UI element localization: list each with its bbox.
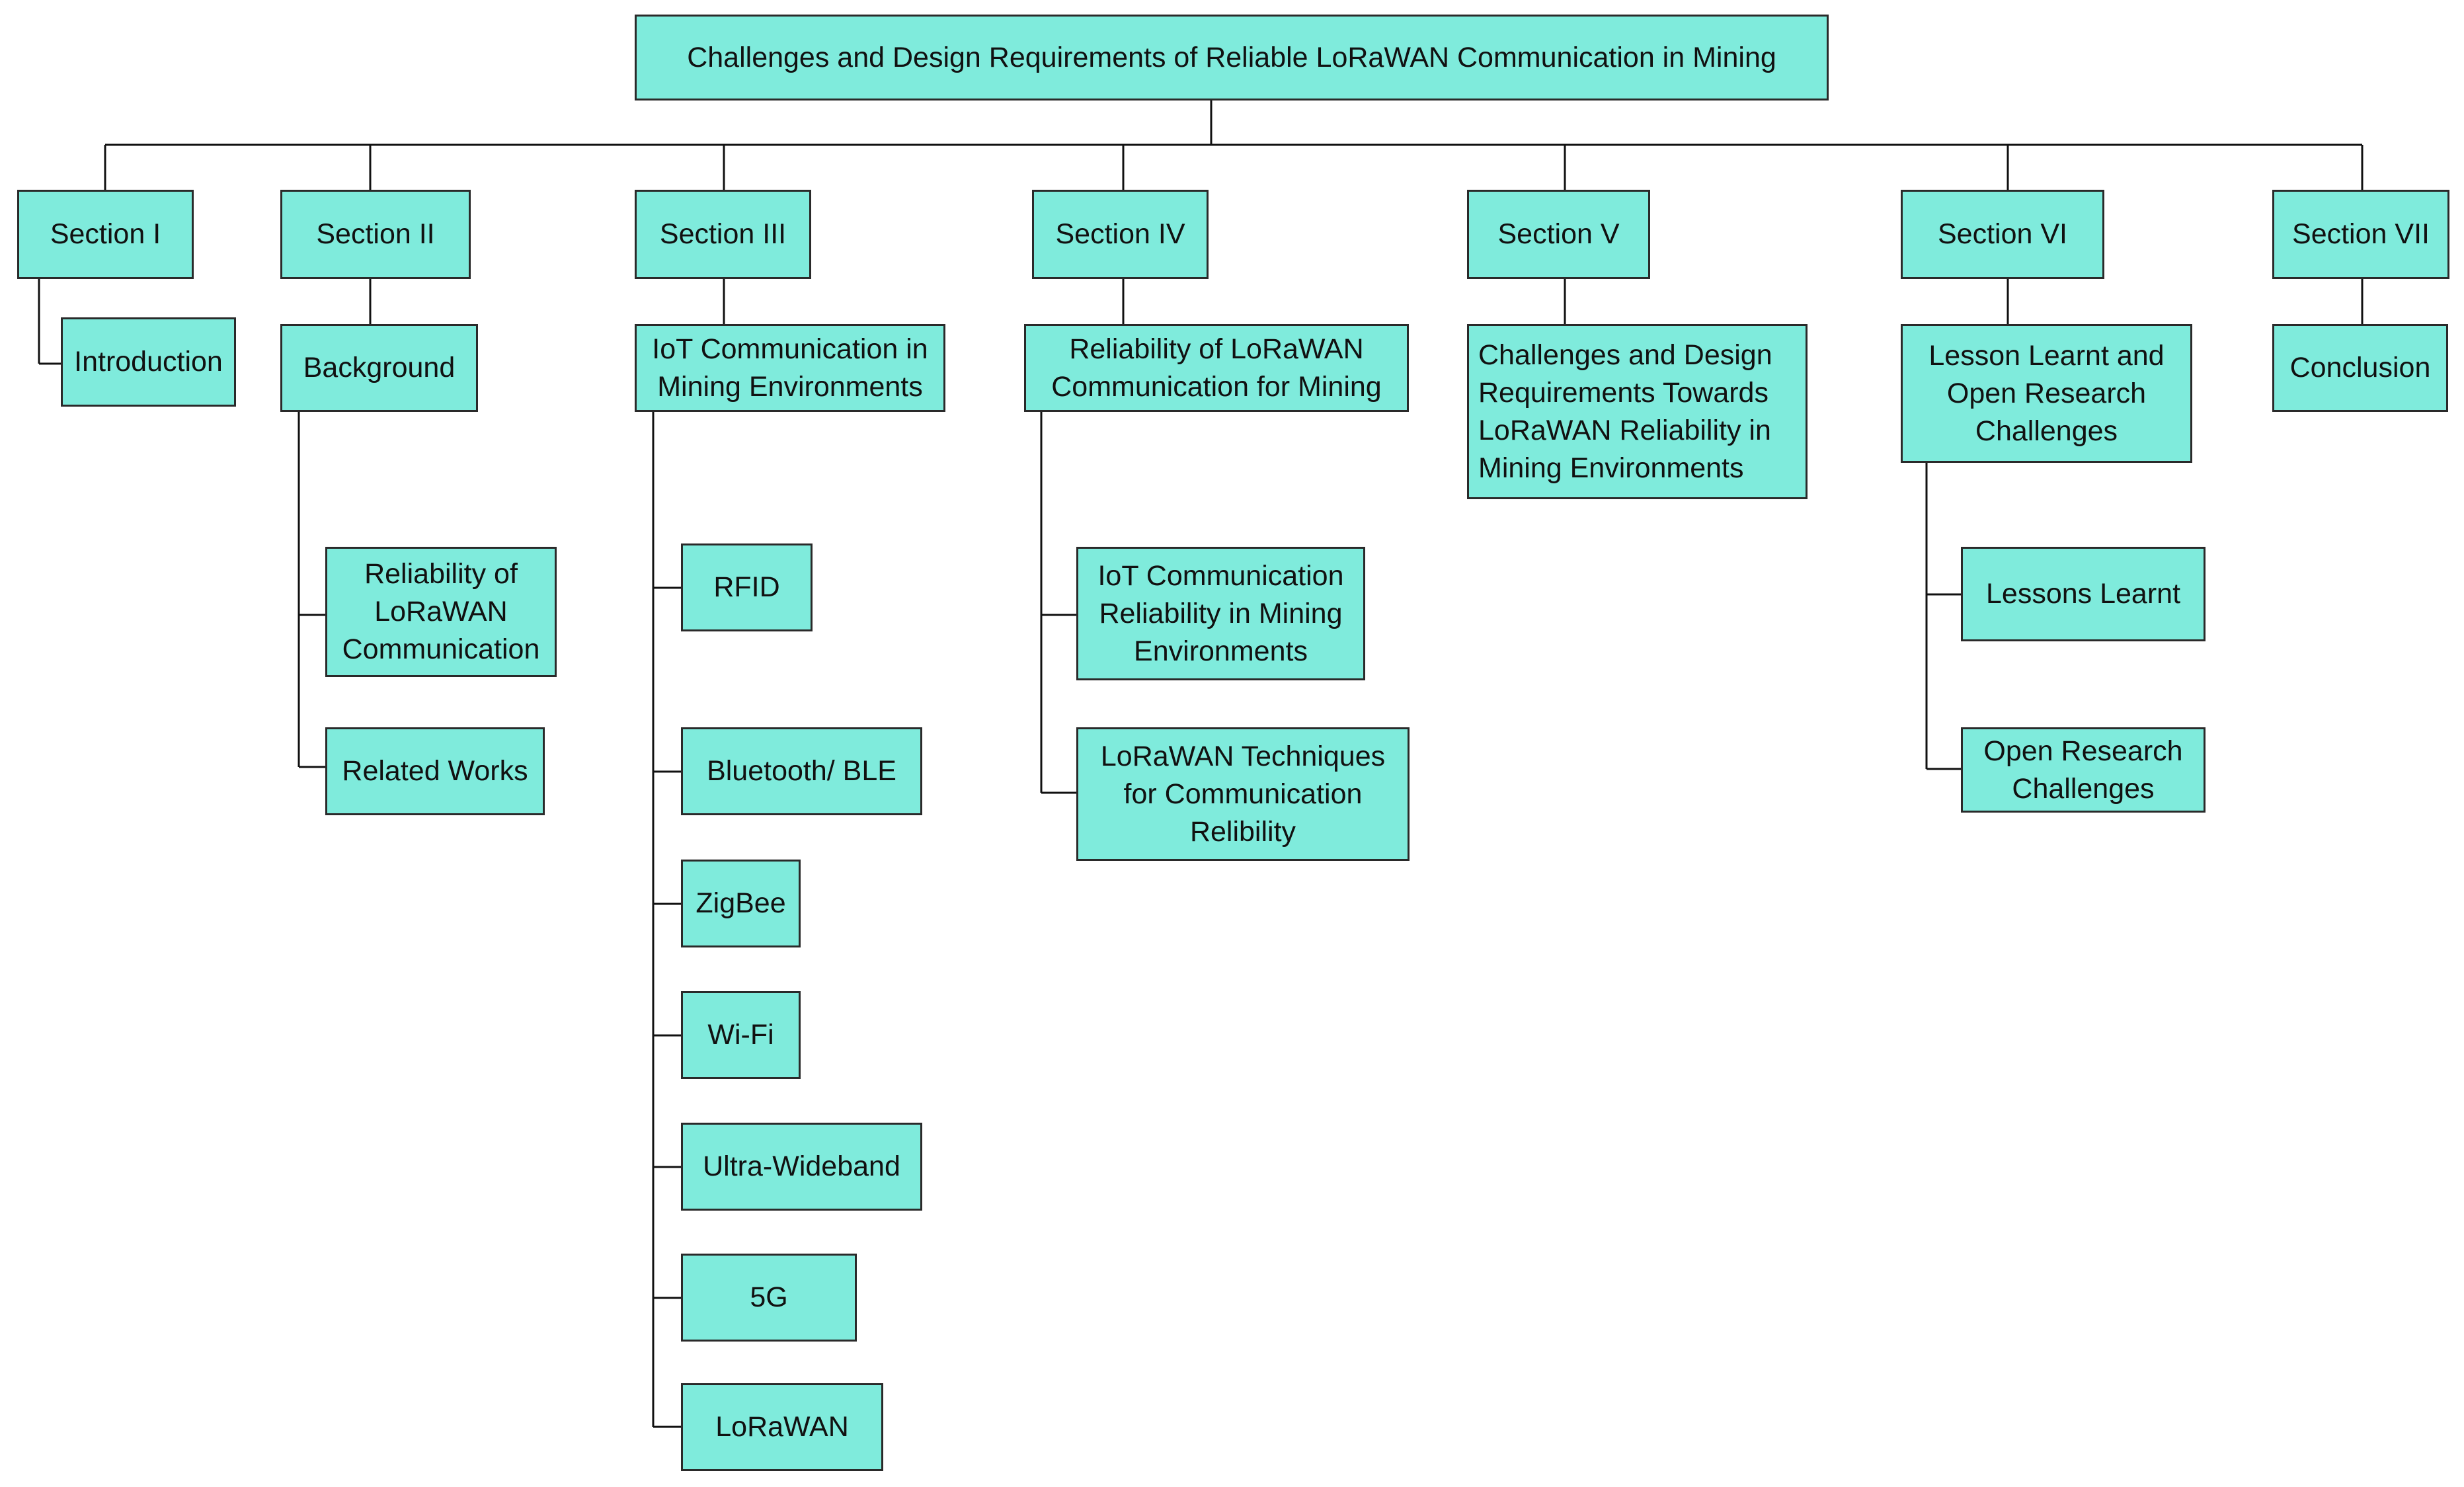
section-iv-label: Section IV [1055,218,1185,250]
section-vii-title-text: Conclusion [2289,352,2431,383]
section-v-title: Challenges and Design Requirements Towar… [1467,324,1808,499]
section-iii-child-text: Ultra-Wideband [703,1150,900,1182]
section-ii-title: Background [280,324,478,412]
section-iv-title-text: Reliability of LoRaWAN Communication for… [1051,333,1382,403]
section-vii-title: Conclusion [2272,324,2448,412]
section-iii-child-text: Bluetooth/ BLE [707,755,896,787]
section-iii-child-text: Wi-Fi [707,1019,774,1051]
section-ii-child-text: Related Works [342,755,528,787]
section-ii-child: Reliability of LoRaWAN Communication [325,547,557,677]
section-i-title-text: Introduction [74,346,223,378]
section-iii-child: LoRaWAN [681,1383,883,1471]
section-iv-title: Reliability of LoRaWAN Communication for… [1024,324,1409,412]
section-ii-title-text: Background [303,352,456,383]
section-iii-title-text: IoT Communication in Mining Environments [652,333,928,403]
section-vi-child-text: Open Research Challenges [1983,735,2183,805]
section-vi-child: Open Research Challenges [1961,727,2206,813]
section-i-label: Section I [50,218,161,250]
section-iii-node: Section III [635,190,811,279]
section-vi-title-text: Lesson Learnt and Open Research Challeng… [1928,339,2165,447]
section-vii-label: Section VII [2292,218,2430,250]
section-iv-child-text: IoT Communication Reliability in Mining … [1097,559,1344,667]
section-vi-title: Lesson Learnt and Open Research Challeng… [1901,324,2192,463]
section-vi-node: Section VI [1901,190,2104,279]
section-vi-label: Section VI [1938,218,2067,250]
section-v-label: Section V [1497,218,1620,250]
section-iv-child: LoRaWAN Techniques for Communication Rel… [1076,727,1410,861]
section-iii-child-text: LoRaWAN [715,1411,849,1443]
section-iii-child-text: ZigBee [695,887,786,919]
section-vi-child-text: Lessons Learnt [1985,578,2181,610]
section-ii-node: Section II [280,190,471,279]
section-iii-child-text: RFID [713,571,780,603]
section-iii-child: ZigBee [681,860,801,947]
section-ii-label: Section II [316,218,435,250]
root-label: Challenges and Design Requirements of Re… [687,41,1776,73]
section-iii-child: RFID [681,543,813,631]
section-i-title: Introduction [61,317,236,407]
section-iv-child: IoT Communication Reliability in Mining … [1076,547,1365,680]
section-iii-title: IoT Communication in Mining Environments [635,324,945,412]
section-iii-child: Bluetooth/ BLE [681,727,922,815]
section-iv-node: Section IV [1032,190,1209,279]
section-v-node: Section V [1467,190,1650,279]
section-iii-child: Ultra-Wideband [681,1123,922,1211]
root-node: Challenges and Design Requirements of Re… [635,15,1829,100]
section-iii-child-text: 5G [750,1281,788,1313]
section-iv-child-text: LoRaWAN Techniques for Communication Rel… [1100,740,1386,848]
section-v-title-text: Challenges and Design Requirements Towar… [1478,339,1772,484]
section-ii-child-text: Reliability of LoRaWAN Communication [342,558,540,665]
section-vii-node: Section VII [2272,190,2449,279]
section-ii-child: Related Works [325,727,545,815]
section-iii-label: Section III [659,218,787,250]
section-iii-child: 5G [681,1254,857,1342]
section-i-node: Section I [17,190,194,279]
section-vi-child: Lessons Learnt [1961,547,2206,641]
section-iii-child: Wi-Fi [681,991,801,1079]
